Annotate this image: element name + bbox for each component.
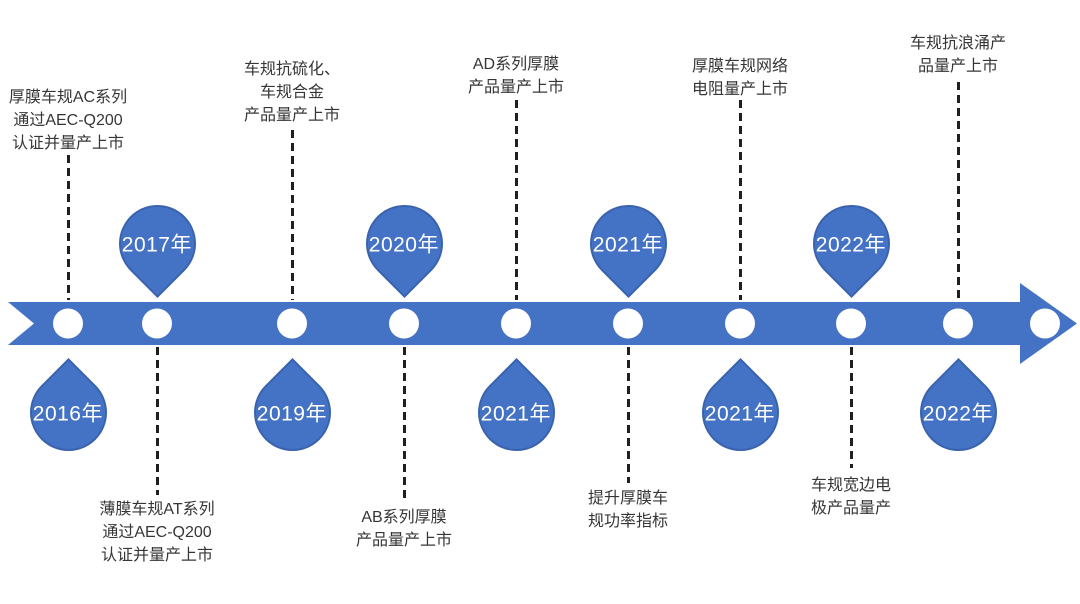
connector-line [626, 347, 630, 483]
milestone-label-line: 规功率指标 [587, 513, 668, 530]
year-label: 2016年 [32, 402, 104, 425]
milestone-label: AD系列厚膜 产品量产上市 [441, 53, 591, 99]
milestone-label-line: 电阻量产上市 [691, 81, 788, 98]
year-label: 2017年 [121, 233, 193, 256]
timeline-node [725, 308, 755, 339]
milestone-label-line: 通过AEC-Q200 [13, 112, 123, 129]
milestone-label: 车规抗硫化、 车规合金 产品量产上市 [217, 58, 367, 127]
milestone-label-line: 产品量产上市 [243, 107, 340, 124]
timeline-node [501, 308, 531, 339]
milestone-label-line: 车规宽边电 [810, 477, 891, 494]
year-label: 2021年 [704, 402, 776, 425]
timeline-node [613, 308, 643, 339]
connector-line [402, 347, 406, 502]
milestone-label-line: 认证并量产上市 [100, 547, 213, 564]
connector-line [155, 347, 159, 495]
milestone-label-line: 产品量产上市 [355, 532, 452, 549]
year-label: 2021年 [592, 233, 664, 256]
timeline-node [836, 308, 866, 339]
year-label: 2019年 [256, 402, 328, 425]
timeline-node [53, 308, 83, 339]
milestone-label: 提升厚膜车 规功率指标 [553, 487, 703, 533]
milestone-label-line: 认证并量产上市 [11, 135, 124, 152]
timeline-node [1030, 308, 1060, 339]
milestone-label: 厚膜车规网络 电阻量产上市 [665, 55, 815, 101]
milestone-label-line: 通过AEC-Q200 [102, 524, 212, 541]
connector-line [956, 82, 960, 300]
milestone-label-line: 提升厚膜车 [587, 490, 668, 507]
arrow-band [8, 283, 1077, 364]
milestone-label: 车规抗浪涌产 品量产上市 [883, 32, 1033, 78]
connector-line [514, 100, 518, 300]
milestone-label: 薄膜车规AT系列 通过AEC-Q200 认证并量产上市 [82, 498, 232, 567]
milestone-label-line: 极产品量产 [810, 500, 891, 517]
year-label: 2021年 [480, 402, 552, 425]
milestone-label: AB系列厚膜 产品量产上市 [329, 506, 479, 552]
milestone-label: 厚膜车规AC系列 通过AEC-Q200 认证并量产上市 [0, 86, 143, 155]
milestone-label-line: 薄膜车规AT系列 [99, 501, 215, 518]
milestone-label-line: AB系列厚膜 [361, 509, 447, 526]
connector-line [738, 100, 742, 300]
connector-line [849, 347, 853, 468]
milestone-label-line: 车规抗浪涌产 [909, 35, 1006, 52]
milestone-label-line: 车规抗硫化、 [243, 61, 340, 78]
year-label: 2020年 [368, 233, 440, 256]
milestone-label-line: 产品量产上市 [467, 79, 564, 96]
year-label: 2022年 [922, 402, 994, 425]
milestone-label-line: 厚膜车规网络 [691, 58, 788, 75]
timeline-node [277, 308, 307, 339]
milestone-label: 车规宽边电 极产品量产 [776, 474, 926, 520]
connector-line [290, 130, 294, 300]
connector-line [66, 155, 70, 300]
milestone-label-line: 车规合金 [259, 84, 324, 101]
milestone-label-line: 品量产上市 [917, 58, 998, 75]
milestone-label-line: AD系列厚膜 [472, 56, 560, 73]
timeline-node [142, 308, 172, 339]
year-label: 2022年 [815, 233, 887, 256]
timeline-node [389, 308, 419, 339]
timeline-node [943, 308, 973, 339]
milestone-label-line: 厚膜车规AC系列 [8, 89, 128, 106]
